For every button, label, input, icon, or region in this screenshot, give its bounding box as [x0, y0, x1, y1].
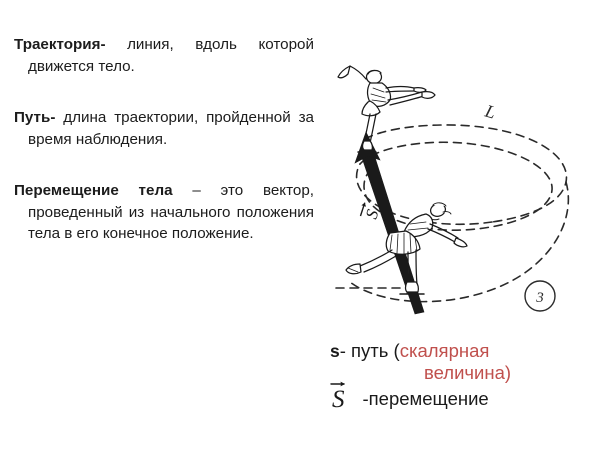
legend-path-dash: - путь ( — [339, 340, 400, 361]
definitions-column: Траектория- линия, вдоль которой движетс… — [14, 34, 314, 245]
definition-path: Путь- длина траектории, пройденной за вр… — [14, 107, 314, 150]
legend-path-symbol: s — [330, 341, 340, 361]
skater-figure-upper — [337, 65, 436, 153]
definition-displacement: Перемещение тела – это вектор, проведенн… — [14, 180, 314, 245]
page-number-badge: 3 — [524, 280, 556, 312]
definition-displacement-body: – это вектор, проведенный из начального … — [28, 182, 315, 243]
trajectory-curve-middle — [359, 141, 553, 231]
definition-path-body: длина траектории, пройденной за время на… — [28, 109, 314, 148]
vector-arrow-icon — [330, 378, 346, 387]
legend-displacement-symbol: S — [332, 386, 345, 413]
legend-path-row: s- путь (скалярная — [330, 340, 490, 361]
trajectory-label-l-text: L — [482, 100, 498, 122]
definition-trajectory-body: линия, вдоль которой движется тело. — [28, 36, 314, 75]
legend-path-scalar-line1: скалярная — [399, 340, 490, 361]
skater-trajectory-illustration: S L — [312, 44, 600, 336]
trajectory-curve-lower — [349, 181, 570, 303]
legend-path-scalar-line2: величина) — [424, 362, 512, 383]
page-number-text: 3 — [535, 290, 544, 306]
definition-path-term: Путь- — [14, 109, 56, 127]
definition-displacement-term: Перемещение тела — [14, 182, 173, 200]
legend-displacement-row: S -перемещение — [330, 381, 489, 413]
skater-figure-lower — [345, 202, 468, 295]
legend-displacement-symbol-wrapper: S — [330, 381, 347, 413]
symbol-legend: s- путь (скалярная величина) S -перемеще… — [324, 340, 596, 440]
trajectory-label-l: L — [482, 100, 498, 122]
legend-displacement-label: -перемещение — [362, 388, 489, 409]
definition-trajectory: Траектория- линия, вдоль которой движетс… — [14, 34, 314, 77]
definition-trajectory-term: Траектория- — [14, 36, 106, 53]
